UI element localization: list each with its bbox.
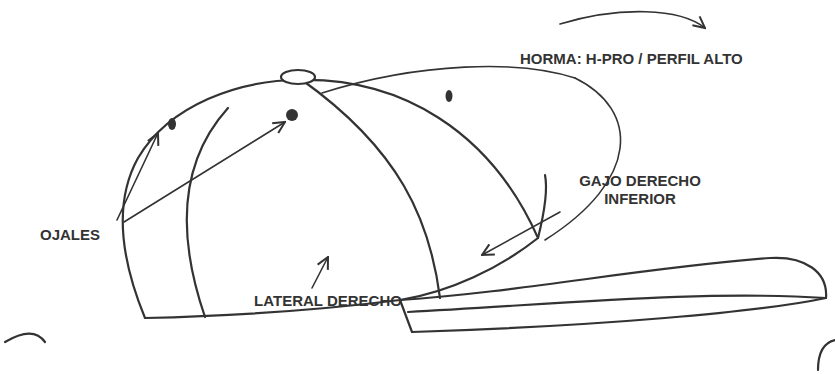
leader-line bbox=[124, 122, 285, 222]
eyelet bbox=[446, 90, 453, 102]
leader-line bbox=[560, 12, 705, 28]
button bbox=[281, 70, 315, 84]
visor-edge bbox=[408, 296, 826, 312]
eyelet bbox=[286, 109, 298, 121]
leader-line bbox=[312, 257, 328, 288]
part-label: LATERAL DERECHO bbox=[228, 292, 428, 310]
eyelet bbox=[168, 118, 176, 130]
crown bbox=[123, 80, 538, 318]
seam bbox=[302, 80, 440, 298]
shape-label: HORMA: H-PRO / PERFIL ALTO bbox=[520, 50, 830, 68]
leader-line bbox=[482, 212, 560, 255]
part-label: GAJO DERECHO INFERIOR bbox=[560, 172, 720, 208]
leader-line bbox=[545, 78, 621, 240]
seam bbox=[538, 175, 546, 238]
seam bbox=[187, 108, 228, 317]
part-label: OJALES bbox=[40, 226, 150, 244]
leader-line bbox=[117, 133, 158, 220]
leader-line bbox=[322, 67, 575, 93]
deco-arc bbox=[5, 334, 45, 342]
deco-arc bbox=[818, 340, 835, 370]
